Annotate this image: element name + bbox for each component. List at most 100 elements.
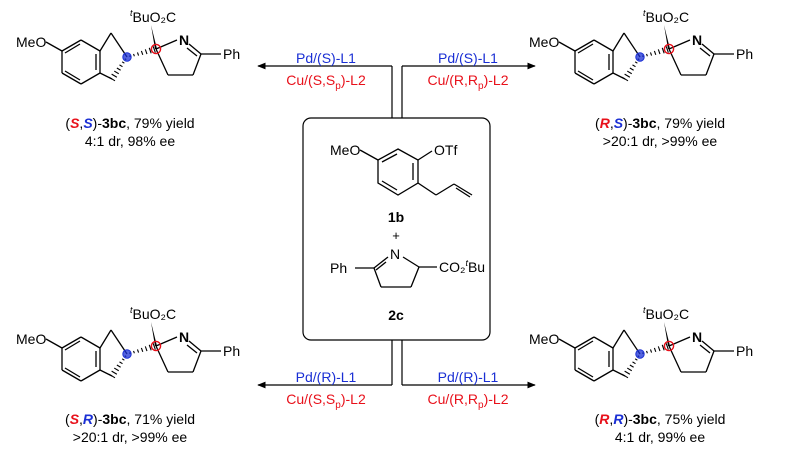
- plus-sign: +: [392, 228, 400, 243]
- yield-text: , 71% yield: [126, 411, 195, 427]
- stereocenter-red: [663, 340, 675, 352]
- ring-double-bond: [701, 340, 715, 352]
- product-name-line: (R,R)-3bc, 75% yield: [594, 411, 726, 427]
- product-caption-bottom-right: (R,R)-3bc, 75% yield 4:1 dr, 99% ee: [560, 410, 760, 446]
- methoxy-bond: [45, 41, 63, 52]
- ring-bond: [80, 369, 101, 382]
- indane-bond: [623, 32, 641, 58]
- ester-label: tBuO₂C: [643, 305, 689, 322]
- ring-bond: [668, 336, 691, 347]
- substrate-1b-otf: OTf: [434, 142, 457, 158]
- substrate-2c-n: N: [390, 246, 400, 262]
- indane-bond: [99, 32, 112, 52]
- ring-bond: [61, 39, 82, 52]
- stereocenter-red: [150, 43, 162, 55]
- product-id: 3bc: [632, 115, 657, 131]
- cu-condition: Cu/(R,Rp)-L2: [404, 390, 532, 415]
- ring-bond: [593, 369, 614, 382]
- ring-bond: [61, 72, 82, 85]
- stereo-1: R: [599, 115, 610, 131]
- methoxy-bond: [558, 41, 576, 52]
- cu-tail: )-L2: [340, 391, 366, 407]
- ring-double-bond: [64, 340, 81, 351]
- phenyl-label: Ph: [223, 46, 240, 62]
- product-name-line: (S,R)-3bc, 71% yield: [65, 411, 195, 427]
- ring-bond: [574, 39, 595, 52]
- stereo-2: R: [82, 411, 94, 427]
- product-id: 3bc: [102, 411, 127, 427]
- product-name-line: (S,S)-3bc, 79% yield: [65, 115, 195, 131]
- stereocenter-red: [663, 43, 675, 55]
- arrow-connectors: [391, 66, 403, 385]
- cu-sub: p: [478, 80, 484, 92]
- indane-bond: [612, 329, 625, 349]
- indane-bond: [99, 329, 112, 349]
- conditions-bottom-right: Pd/(R)-L1 Cu/(R,Rp)-L2: [404, 368, 532, 415]
- pd-condition: Pd/(S)-L1: [404, 49, 532, 67]
- substrate-2c-structure: [355, 256, 437, 288]
- pd-text: Pd/(S)-L1: [296, 50, 356, 66]
- indane-bond: [623, 329, 641, 355]
- substrate-2c-label: 2c: [388, 307, 404, 323]
- conditions-top-left: Pd/(S)-L1 Cu/(S,Sp)-L2: [262, 49, 390, 96]
- substrate-box: [302, 117, 491, 341]
- wedge-bond: [151, 25, 157, 49]
- cu-text: Cu/(R,R: [427, 391, 479, 407]
- hashed-bond: [621, 58, 640, 82]
- stereocenter-blue: [635, 52, 645, 62]
- ring-double-bond: [699, 47, 711, 57]
- pd-text: Pd/(R)-L1: [295, 369, 357, 385]
- methoxy-bond: [45, 338, 63, 349]
- indane-bond: [110, 329, 128, 355]
- product-caption-top-right: (R,S)-3bc, 79% yield >20:1 dr, >99% ee: [560, 114, 760, 150]
- stereo-1: S: [70, 115, 80, 131]
- ring-double-bond: [186, 47, 198, 57]
- pd-condition: Pd/(R)-L1: [262, 368, 390, 386]
- product-caption-top-left: (S,S)-3bc, 79% yield 4:1 dr, 98% ee: [30, 114, 230, 150]
- stereo-2: S: [613, 115, 624, 131]
- product-name-line: (R,S)-3bc, 79% yield: [595, 115, 725, 131]
- hashed-bond: [129, 46, 156, 58]
- selectivity-text: >20:1 dr, >99% ee: [72, 429, 188, 445]
- selectivity-text: >20:1 dr, >99% ee: [602, 133, 718, 149]
- phenyl-label: Ph: [736, 46, 753, 62]
- ring-bond: [155, 39, 178, 50]
- ring-double-bond: [577, 367, 594, 378]
- meo-label: MeO: [16, 34, 46, 50]
- wedge-bond: [664, 25, 670, 49]
- ring-bond: [192, 53, 202, 76]
- indane-bond: [612, 72, 626, 80]
- hashed-bond: [108, 355, 127, 379]
- ring-double-bond: [64, 43, 81, 54]
- cu-tail: )-L2: [340, 72, 366, 88]
- ring-bond: [155, 336, 178, 347]
- meo-label: MeO: [529, 34, 559, 50]
- indane-bond: [110, 32, 128, 58]
- stereocenter-blue: [635, 349, 645, 359]
- ring-bond: [61, 369, 82, 382]
- ring-bond: [80, 336, 101, 349]
- ring-double-bond: [188, 43, 202, 55]
- ring-bond: [593, 39, 614, 52]
- yield-text: , 75% yield: [656, 411, 726, 427]
- stereocenter-blue: [122, 52, 132, 62]
- substrate-1b-label: 1b: [388, 209, 404, 225]
- yield-text: , 79% yield: [126, 115, 195, 131]
- indane-bond: [612, 32, 625, 52]
- ring-double-bond: [577, 43, 594, 54]
- stereocenter-red: [150, 340, 162, 352]
- cu-sub: p: [335, 399, 341, 411]
- stereo-2: S: [83, 115, 93, 131]
- substrate-2c-ester: CO₂tBu: [439, 258, 485, 275]
- indane-bond: [612, 369, 626, 377]
- ring-bond: [668, 39, 691, 50]
- ring-bond: [61, 336, 82, 349]
- hashed-bond: [621, 355, 640, 379]
- stereocenter-blue: [122, 349, 132, 359]
- cu-text: Cu/(R,R: [427, 72, 479, 88]
- ester-label: tBuO₂C: [130, 305, 176, 322]
- ring-bond: [593, 72, 614, 85]
- nitrogen-label: N: [692, 32, 702, 48]
